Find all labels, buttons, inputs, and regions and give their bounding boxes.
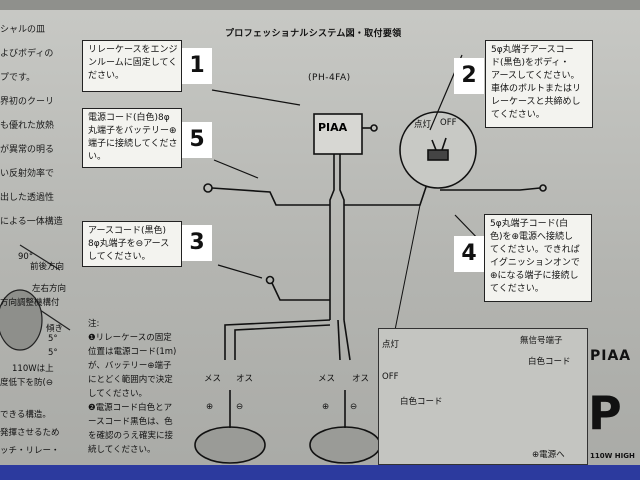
inset-white-cord-2: 白色コード [400, 397, 443, 407]
inset-white-cord-1: 白色コード [528, 357, 571, 367]
right-plus-label: ⊕ [322, 402, 330, 412]
inset-off-label: OFF [382, 372, 399, 382]
step-1-box: リレーケースをエンジ ンルームに固定してく ださい。 [82, 40, 182, 92]
note-line: 続してください。 [88, 445, 156, 455]
step-4-box: 5φ丸端子コード(白 色)を⊕電源へ接続し てください。できれば イグニッション… [484, 214, 592, 302]
step-4-line: ⊕になる端子に接続し [490, 271, 579, 281]
deg5a-label: 5° [48, 334, 58, 344]
step-5-line: 電源コード(白色)8φ [88, 113, 170, 123]
left-text-line: 界初のクーリ [0, 97, 55, 107]
step-2-number: 2 [454, 58, 484, 94]
inset-on-label: 点灯 [382, 340, 400, 350]
inset-no-signal-label: 無信号端子 [520, 336, 563, 346]
left-plus-label: ⊕ [206, 402, 214, 412]
step-3-line: アースコード(黒色) [88, 226, 167, 236]
note-line: を確認のうえ確実に接 [88, 431, 174, 441]
tilt-label: 傾き [46, 324, 64, 334]
brand-logo: PIAA [590, 348, 632, 364]
brand-large-letter: P [588, 386, 622, 440]
right-lamp [309, 426, 381, 464]
left-minus-label: ⊖ [236, 402, 244, 412]
left-text-line: い反射効率で [0, 169, 55, 179]
lower-label-1: できる構造。 [0, 410, 51, 420]
note-line: が、バッテリー⊕端子 [88, 361, 172, 371]
relay-label: PIAA [318, 121, 348, 134]
left-description-column: シャルの皿 よびボディの プです。 界初のクーリ も優れた放熱 が異常の明る い… [0, 18, 75, 234]
accessory-cord [440, 187, 541, 191]
left-text-line: も優れた放熱 [0, 121, 55, 131]
step-1-line: リレーケースをエンジ [88, 45, 178, 55]
top-edge [0, 0, 640, 10]
left-text-line: による一体構造 [0, 217, 63, 227]
brand-subtitle: 110W HIGH [590, 452, 635, 460]
left-text-line: 出した透過性 [0, 193, 55, 203]
notes-block: 注: ❶リレーケースの固定 位置は電源コード(1m) が、バッテリー⊕端子 にと… [88, 317, 202, 457]
left-lamp [194, 426, 266, 464]
lower-label-3: ッチ・リレー・ [0, 446, 60, 456]
step-1-line: ださい。 [88, 71, 125, 81]
step-3-line: 8φ丸端子を⊖アース [88, 239, 170, 249]
step-3-box: アースコード(黒色) 8φ丸端子を⊖アース してください。 [82, 221, 182, 267]
step-2-line: 5φ丸端子アースコー [491, 45, 574, 55]
right-male-label: オス [352, 374, 370, 384]
step-4-line: 色)を⊕電源へ接続し [490, 232, 574, 242]
relay-box [313, 113, 363, 155]
left-text-line: プです。 [0, 73, 36, 83]
ground-cord [271, 282, 330, 301]
note-line: にとどく範囲内で決定 [88, 375, 173, 385]
step-4-number: 4 [454, 236, 484, 272]
step-4-line: 5φ丸端子コード(白 [490, 219, 569, 229]
left-female-label: メス [204, 374, 222, 384]
deg5b-label: 5° [48, 348, 58, 358]
front-back-label: 前後方向 [30, 262, 65, 272]
step-5-line: 端子に接続してくださ [88, 139, 178, 149]
left-text-line: が異常の明る [0, 145, 55, 155]
note-line: ❷電源コード白色とア [88, 403, 173, 413]
step-3-number: 3 [182, 225, 212, 261]
step-1-number: 1 [182, 48, 212, 84]
step-2-line: レーケースと共締めし [491, 97, 581, 107]
deg90-label: 90° [18, 252, 34, 262]
step-4-line: てください。 [490, 284, 544, 294]
left-text-line: シャルの皿 [0, 25, 46, 35]
step-3-line: してください。 [88, 252, 151, 262]
step-2-line: 車体のボルトまたはリ [491, 84, 582, 94]
switch-on-label: 点灯 [414, 120, 432, 130]
main-harness [329, 154, 335, 320]
step-5-line: い。 [88, 152, 107, 162]
note-line: 注: [88, 319, 100, 329]
left-text-line: よびボディの [0, 49, 54, 59]
blue-backing [0, 465, 640, 480]
right-minus-label: ⊖ [350, 402, 358, 412]
inset-power-label: ⊕電源へ [532, 450, 565, 460]
step-2-line: てください。 [491, 110, 545, 120]
step-5-box: 電源コード(白色)8φ 丸端子をバッテリー⊕ 端子に接続してくださ い。 [82, 108, 182, 168]
note-line: してください。 [88, 389, 147, 399]
note-line: ❶リレーケースの固定 [88, 333, 172, 343]
page-title: プロフェッショナルシステム図・取付要領 [225, 29, 402, 39]
right-female-label: メス [318, 374, 336, 384]
note-line: ースコード黒色は、色 [88, 417, 173, 427]
left-right-label: 左右方向 [32, 284, 67, 294]
step-4-line: イグニッションオンで [490, 258, 580, 268]
step-2-box: 5φ丸端子アースコー ド(黒色)をボディ・ アースしてください。 車体のボルトま… [485, 40, 593, 128]
temp-label: 度低下を防(⊖ [0, 378, 53, 388]
switch-detail-inset [378, 328, 588, 465]
model-number: (PH-4FA) [308, 73, 351, 83]
power-cord [211, 187, 330, 206]
step-5-line: 丸端子をバッテリー⊕ [88, 126, 177, 136]
step-5-number: 5 [182, 122, 212, 158]
left-male-label: オス [236, 374, 254, 384]
lower-label-2: 発揮させるため [0, 428, 60, 438]
watt-label: 110Wは上 [12, 364, 54, 374]
switch-off-label: OFF [440, 118, 457, 128]
note-line: 位置は電源コード(1m) [88, 347, 177, 357]
step-2-line: アースしてください。 [491, 71, 580, 81]
step-2-line: ド(黒色)をボディ・ [491, 58, 570, 68]
step-4-line: てください。できれば [490, 245, 580, 255]
adjust-label: 方向調整機構付 [0, 298, 60, 308]
step-1-line: ンルームに固定してく [88, 58, 178, 68]
